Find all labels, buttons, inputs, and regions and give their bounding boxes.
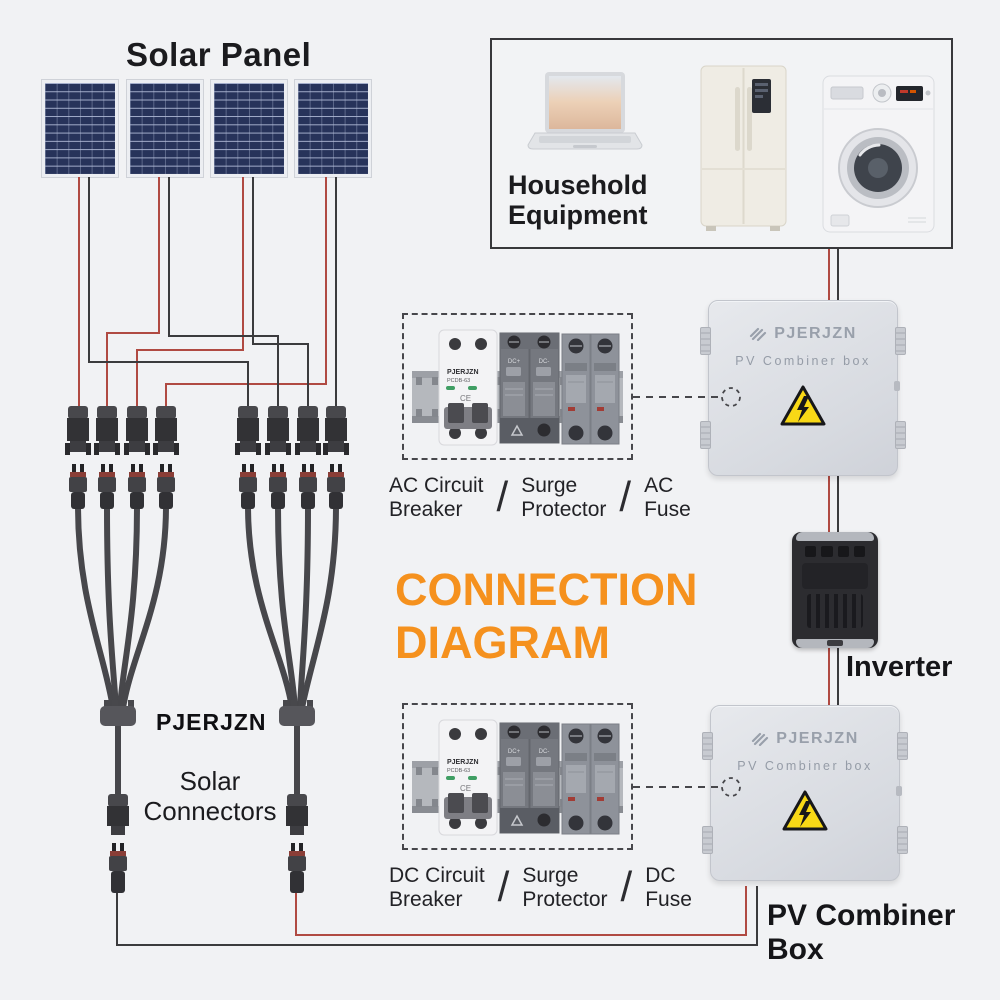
inverter-image [792, 532, 878, 648]
inverter-slats [807, 594, 863, 628]
laptop-image [527, 72, 643, 150]
ac-fuse-label: AC Fuse [644, 474, 691, 521]
combiner-panel-label: PV Combiner box [737, 759, 873, 773]
breaker-model-text: PCDB-63 [447, 378, 470, 384]
latch [896, 786, 902, 796]
solar-panel-title: Solar Panel [126, 36, 312, 73]
breaker-model-text: PCDB-63 [447, 768, 470, 774]
fuse-image [561, 723, 620, 835]
mounting-tab [702, 826, 713, 854]
solar-panel-image [210, 79, 288, 178]
negative-wires [88, 177, 839, 946]
brand-name: PJERJZN [776, 730, 859, 747]
ac-protection-devices: PJERJZN PCDB-63 CE DC+ DC- [412, 329, 623, 446]
slash-separator: / [619, 472, 632, 520]
mounting-tab [897, 826, 908, 854]
circuit-breaker-image: PJERJZN PCDB-63 CE [438, 719, 498, 836]
ce-mark-text: CE [460, 784, 471, 793]
ac-circuit-breaker-label: AC Circuit Breaker [389, 474, 484, 521]
surge-protector-image: DC+ DC- [499, 332, 560, 444]
surge-protector-label: Surge Protector [522, 864, 608, 911]
mounting-tab [700, 327, 711, 355]
inverter-connector-nub [827, 640, 843, 646]
mounting-tab [895, 327, 906, 355]
slash-separator: / [620, 862, 633, 910]
solar-panel-cells [298, 83, 368, 174]
dc-protection-devices: PJERJZN PCDB-63 CE DC+ DC- [412, 719, 623, 836]
connection-diagram-title: CONNECTION DIAGRAM [395, 564, 698, 668]
ce-mark-text: CE [460, 394, 471, 403]
circuit-breaker-image: PJERJZN PCDB-63 CE [438, 329, 498, 446]
inverter-vents [805, 546, 865, 557]
pv-combiner-box-bottom: PJERJZN PV Combiner box [702, 705, 908, 881]
household-equipment-box: Household Equipment [490, 38, 953, 249]
solar-panel-image [126, 79, 204, 178]
mounting-tab [700, 421, 711, 449]
household-equipment-label: Household Equipment [508, 170, 648, 230]
warning-triangle-icon [711, 789, 899, 838]
brand-logo-icon [750, 327, 767, 341]
terminal-plus-text: DC+ [508, 359, 521, 365]
surge-protector-image: DC+ DC- [499, 722, 560, 834]
inverter-label: Inverter [846, 651, 953, 683]
pjerjzn-brand-label: PJERJZN [156, 709, 267, 735]
inverter-top-cap [796, 532, 874, 541]
solar-panel-image [41, 79, 119, 178]
dc-protection-labels: DC Circuit Breaker / Surge Protector / D… [389, 864, 692, 911]
dc-fuse-label: DC Fuse [645, 864, 692, 911]
mounting-tab [895, 421, 906, 449]
mounting-tab [897, 732, 908, 760]
breaker-brand-text: PJERJZN [447, 369, 479, 376]
inverter-panel [802, 563, 868, 589]
brand-logo-icon [752, 732, 769, 746]
surge-protector-label: Surge Protector [521, 474, 607, 521]
latch [894, 381, 900, 391]
breaker-brand-text: PJERJZN [447, 759, 479, 766]
mounting-tab [702, 732, 713, 760]
warning-triangle-icon [709, 384, 897, 433]
slash-separator: / [497, 862, 510, 910]
dc-circuit-breaker-label: DC Circuit Breaker [389, 864, 485, 911]
refrigerator-image [700, 65, 787, 231]
terminal-minus-text: DC- [539, 749, 550, 755]
combiner-panel-label: PV Combiner box [735, 354, 871, 368]
solar-panel-cells [45, 83, 115, 174]
pv-combiner-box-label: PV Combiner Box [767, 899, 956, 966]
dc-protection-group-box: PJERJZN PCDB-63 CE DC+ DC- [402, 703, 633, 850]
washing-machine-image [822, 75, 935, 233]
positive-wires [78, 177, 830, 936]
brand-row: PJERJZN [709, 325, 897, 343]
ac-protection-group-box: PJERJZN PCDB-63 CE DC+ DC- [402, 313, 633, 460]
solar-connectors-label: Solar Connectors [143, 766, 277, 826]
pv-combiner-box-top: PJERJZN PV Combiner box [700, 300, 906, 476]
ac-protection-labels: AC Circuit Breaker / Surge Protector / A… [389, 474, 691, 521]
slash-separator: / [496, 472, 509, 520]
terminal-plus-text: DC+ [508, 749, 521, 755]
solar-panel-image [294, 79, 372, 178]
fuse-image [561, 333, 620, 445]
branch-cables [75, 503, 339, 799]
solar-panel-cells [214, 83, 284, 174]
brand-row: PJERJZN [711, 730, 899, 748]
brand-name: PJERJZN [774, 325, 857, 342]
solar-panel-cells [130, 83, 200, 174]
terminal-minus-text: DC- [539, 359, 550, 365]
